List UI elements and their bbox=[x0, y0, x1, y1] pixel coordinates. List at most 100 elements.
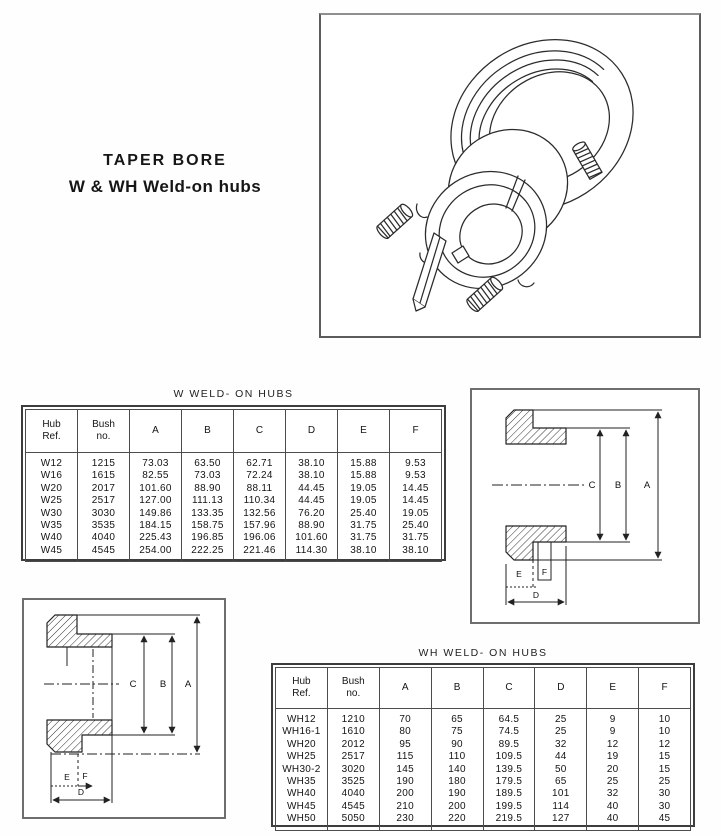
cell: 80 bbox=[378, 726, 432, 739]
cell: 1210 bbox=[326, 708, 380, 727]
dim-label-e: E bbox=[64, 772, 70, 782]
cell: 139.5 bbox=[482, 763, 535, 777]
cell: 2517 bbox=[326, 751, 380, 764]
cell: 31.75 bbox=[389, 532, 442, 545]
column-header: Bush no. bbox=[326, 667, 380, 709]
cell: 76.20 bbox=[285, 507, 338, 521]
cell: 180 bbox=[430, 776, 483, 789]
cell: 196.85 bbox=[181, 532, 234, 545]
set-screw-bottom bbox=[466, 276, 504, 313]
column-header: B bbox=[181, 409, 234, 453]
cell: 3525 bbox=[326, 776, 380, 789]
dim-label-c: C bbox=[589, 480, 596, 491]
cell: 32 bbox=[586, 788, 639, 801]
cell: 72.24 bbox=[233, 470, 286, 483]
cell: 230 bbox=[378, 813, 432, 831]
cell: 88.11 bbox=[233, 482, 286, 496]
cell: 2517 bbox=[77, 495, 130, 508]
cell: 19.05 bbox=[337, 495, 390, 508]
cell: 25 bbox=[534, 726, 587, 739]
cell: 110.34 bbox=[233, 495, 286, 508]
cell: 109.5 bbox=[482, 751, 535, 764]
cell: 14.45 bbox=[389, 482, 442, 496]
cell: 30 bbox=[638, 800, 691, 814]
cell: 179.5 bbox=[482, 776, 535, 789]
cell: 15 bbox=[638, 751, 691, 764]
cell: 25 bbox=[534, 708, 587, 727]
cell: 31.75 bbox=[337, 520, 390, 533]
cell: 62.71 bbox=[233, 452, 286, 471]
dim-label-a: A bbox=[185, 679, 192, 690]
cell: 190 bbox=[430, 788, 483, 801]
column-header: Hub Ref. bbox=[275, 667, 328, 709]
cell: 101.60 bbox=[285, 532, 338, 545]
cell: 32 bbox=[534, 738, 587, 752]
cell: W40 bbox=[40, 532, 63, 544]
cell: 20 bbox=[586, 763, 639, 777]
lower-section bbox=[505, 525, 567, 561]
cell: 199.5 bbox=[482, 800, 535, 814]
cell: 40 bbox=[586, 813, 639, 831]
cell: 12 bbox=[586, 738, 639, 752]
cell: W45 bbox=[40, 544, 63, 556]
cell: 254.00 bbox=[129, 544, 182, 562]
cell: 132.56 bbox=[233, 507, 286, 521]
upper-section bbox=[46, 614, 113, 648]
cell: 15.88 bbox=[337, 470, 390, 483]
cell: 114.30 bbox=[285, 544, 338, 562]
cell: 158.75 bbox=[181, 520, 234, 533]
cell: 44.45 bbox=[285, 482, 338, 496]
cell: 95 bbox=[378, 738, 432, 752]
cell: 88.90 bbox=[285, 520, 338, 533]
cell: 44 bbox=[534, 751, 587, 764]
w-hub-section-drawing: C B A E F D bbox=[492, 409, 662, 606]
column-header: C bbox=[233, 409, 286, 453]
cell: 64.5 bbox=[482, 708, 535, 727]
cell: 25 bbox=[586, 776, 639, 789]
wh-hub-section-drawing: C B A E F D bbox=[44, 614, 201, 804]
cell: 25.40 bbox=[337, 507, 390, 521]
cell: W30 bbox=[40, 507, 63, 519]
cell: WH25 bbox=[286, 751, 316, 763]
cell: 25 bbox=[638, 776, 691, 789]
cell: W35 bbox=[40, 520, 63, 532]
column-header: Hub Ref. bbox=[25, 409, 78, 453]
dim-label-a: A bbox=[644, 480, 651, 491]
dim-label-d: D bbox=[533, 590, 539, 600]
column-header: D bbox=[534, 667, 587, 709]
cell: 10 bbox=[638, 708, 691, 727]
cell: 145 bbox=[378, 763, 432, 777]
cell: 38.10 bbox=[285, 470, 338, 483]
cell: 220 bbox=[430, 813, 483, 831]
seated-set-screw bbox=[572, 141, 603, 180]
cell: WH20 bbox=[286, 738, 316, 750]
w-table-title: W WELD- ON HUBS bbox=[173, 388, 294, 400]
cell: 1215 bbox=[77, 452, 130, 471]
dim-label-e: E bbox=[516, 569, 522, 579]
cell: 38.10 bbox=[337, 544, 390, 562]
dim-label-d: D bbox=[78, 787, 84, 797]
cell: 15.88 bbox=[337, 452, 390, 471]
cell: 12 bbox=[638, 738, 691, 752]
column-header: F bbox=[638, 667, 691, 709]
cell: 184.15 bbox=[129, 520, 182, 533]
cell: 127.00 bbox=[129, 495, 182, 508]
cell: 38.10 bbox=[389, 544, 442, 562]
cell: 9.53 bbox=[389, 470, 442, 483]
cell: 40 bbox=[586, 800, 639, 814]
